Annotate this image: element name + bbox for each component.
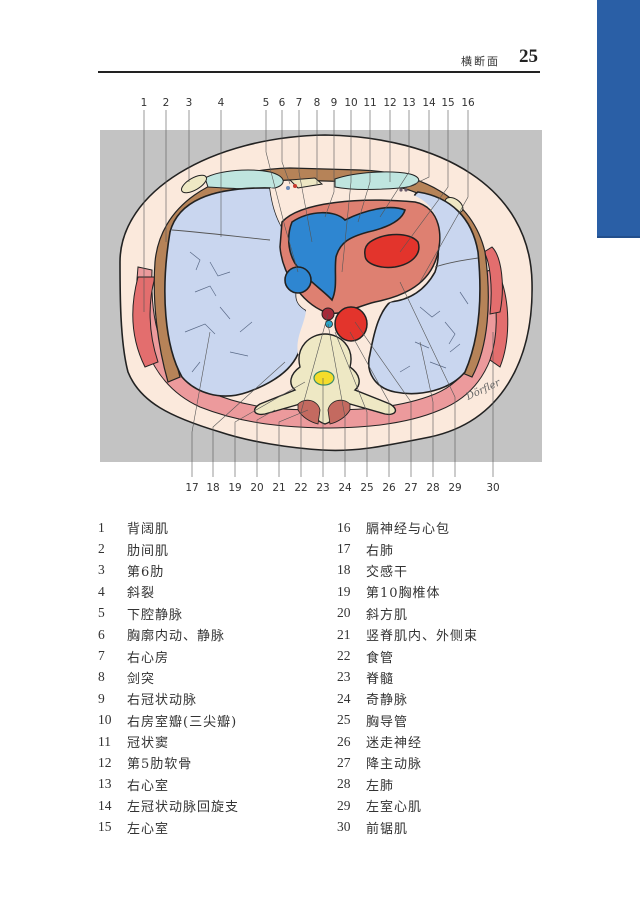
label-20: 20: [250, 482, 264, 494]
label-26: 26: [382, 482, 396, 494]
section-title: 横断面: [461, 55, 500, 68]
label-29: 29: [448, 482, 462, 494]
label-30: 30: [486, 482, 500, 494]
label-11: 11: [363, 97, 377, 109]
label-16: 16: [461, 97, 475, 109]
label-14: 14: [422, 97, 436, 109]
label-5: 5: [262, 97, 270, 109]
label-12: 12: [383, 97, 397, 109]
header-rule: [98, 71, 540, 73]
chapter-tab: [597, 0, 640, 238]
label-9: 9: [330, 97, 338, 109]
label-19: 19: [228, 482, 242, 494]
label-22: 22: [294, 482, 308, 494]
label-21: 21: [272, 482, 286, 494]
running-header: 横断面 25: [98, 44, 540, 72]
label-7: 7: [295, 97, 303, 109]
label-1: 1: [140, 97, 148, 109]
label-27: 27: [404, 482, 418, 494]
label-15: 15: [441, 97, 455, 109]
label-18: 18: [206, 482, 220, 494]
label-3: 3: [185, 97, 193, 109]
anatomy-figure: 1 2 3 4 5 6 7 8 9 10 11 12 13 14 15 16: [100, 92, 542, 497]
label-23: 23: [316, 482, 330, 494]
label-4: 4: [217, 97, 225, 109]
label-6: 6: [278, 97, 286, 109]
label-28: 28: [426, 482, 440, 494]
label-13: 13: [402, 97, 416, 109]
label-24: 24: [338, 482, 352, 494]
label-2: 2: [162, 97, 170, 109]
page-number: 25: [519, 46, 538, 67]
label-10: 10: [344, 97, 358, 109]
cross-section-illustration: Dörfler: [100, 110, 542, 477]
label-17: 17: [185, 482, 199, 494]
label-8: 8: [313, 97, 321, 109]
label-25: 25: [360, 482, 374, 494]
